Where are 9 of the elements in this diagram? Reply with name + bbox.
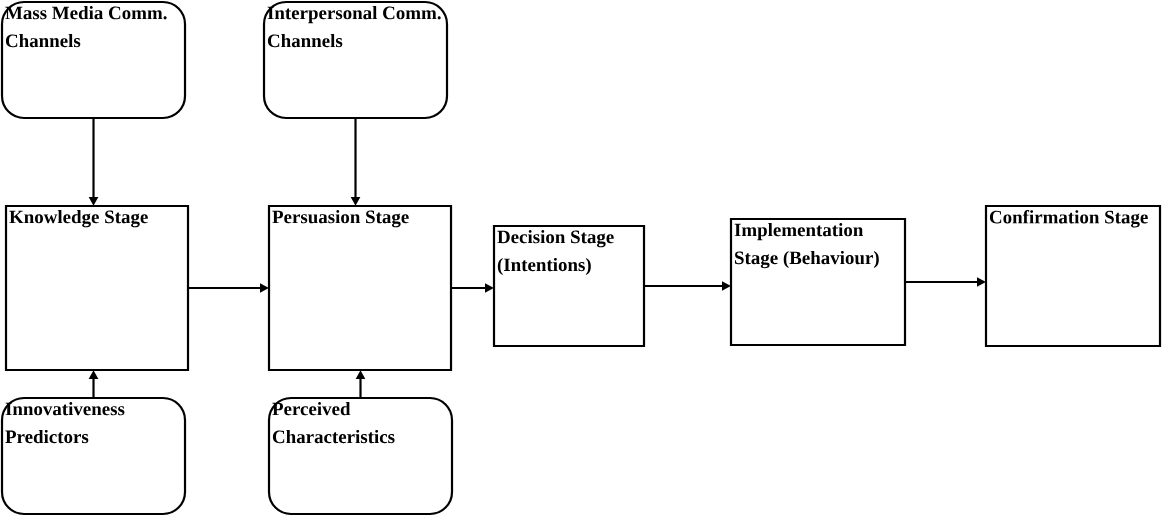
stage-box: Decision Stage (Intentions) (492, 224, 646, 348)
rounded-box: Innovativeness Predictors (0, 396, 187, 516)
rounded-box: Mass Media Comm. Channels (0, 0, 187, 120)
stage-box: Confirmation Stage (984, 204, 1162, 348)
stage-box: Knowledge Stage (4, 204, 190, 372)
rounded-box: Interpersonal Comm. Channels (262, 0, 449, 120)
stage-box: Implementation Stage (Behaviour) (729, 217, 907, 347)
stage-box: Persuasion Stage (267, 204, 453, 372)
rounded-box: Perceived Characteristics (267, 396, 454, 516)
